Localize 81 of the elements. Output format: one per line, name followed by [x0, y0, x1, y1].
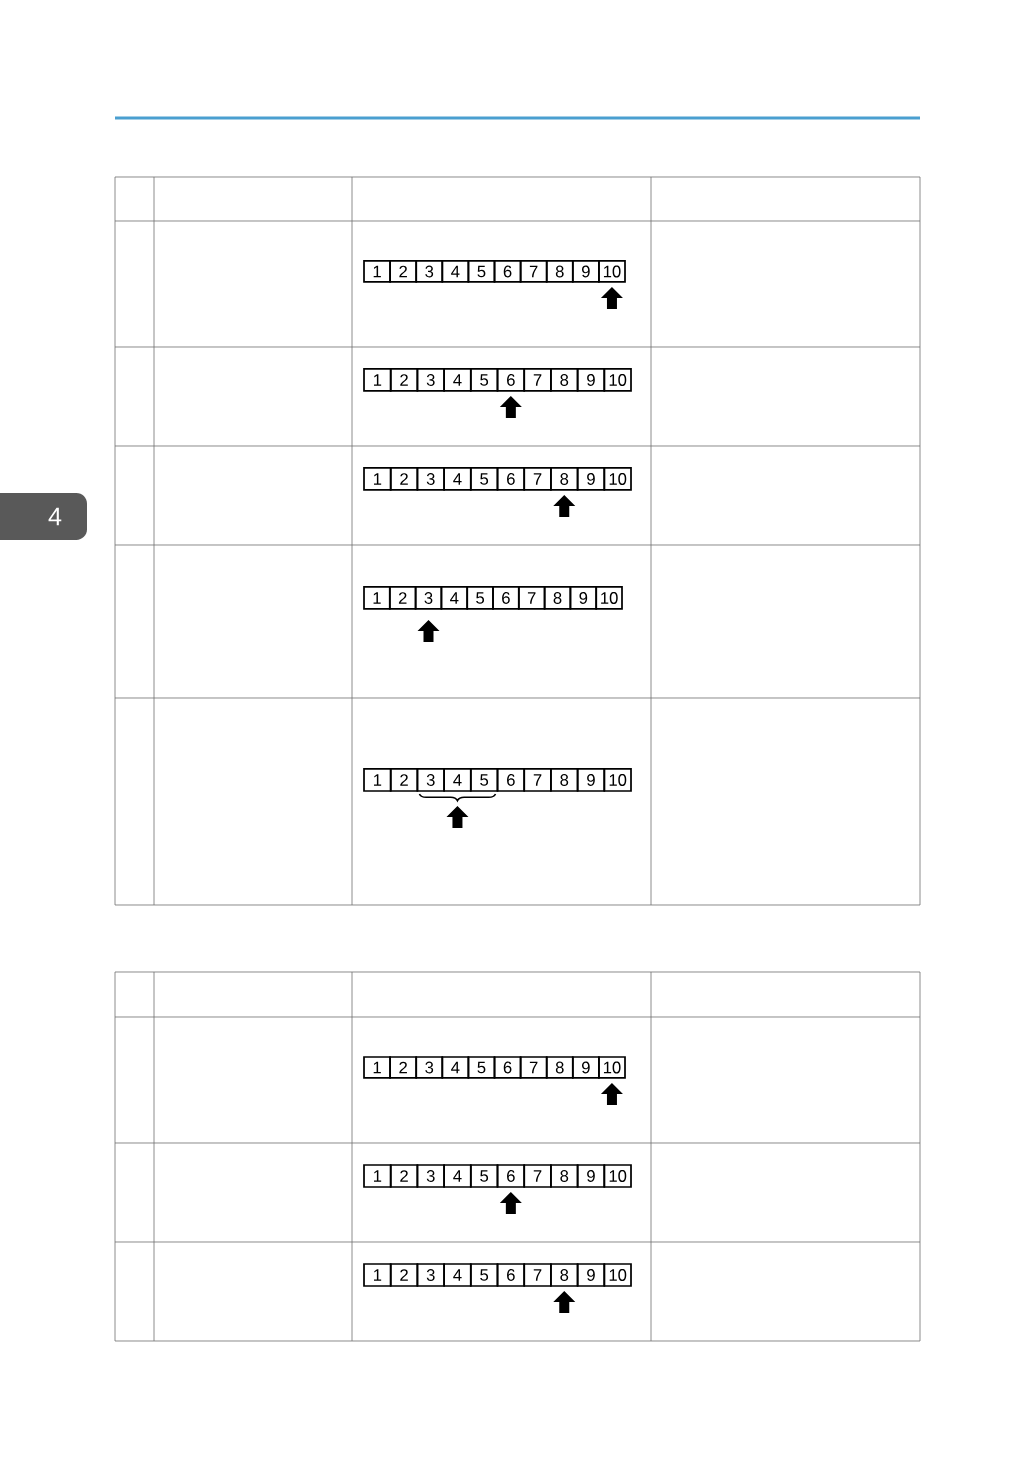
numbered-cell: 7 — [523, 1164, 552, 1188]
numbered-cell: 7 — [523, 768, 552, 792]
numbered-cell: 2 — [389, 1164, 419, 1188]
numbered-cell: 4 — [441, 260, 470, 283]
numbered-cell: 1 — [363, 467, 392, 491]
numbered-cell: 1 — [363, 768, 392, 792]
numbered-cell: 4 — [443, 1263, 472, 1287]
numbered-cell: 6 — [492, 586, 520, 610]
numbered-cell: 10 — [603, 467, 632, 491]
numbered-cell: 3 — [416, 1164, 445, 1188]
numbered-cell: 8 — [545, 1056, 574, 1079]
numbered-cell: 4 — [441, 1056, 470, 1079]
numbered-cell: 7 — [523, 1263, 552, 1287]
numbered-cell: 7 — [523, 467, 552, 491]
numbered-cell: 1 — [363, 586, 391, 610]
numbered-cell: 5 — [469, 1263, 499, 1287]
numbered-cell: 5 — [469, 368, 499, 392]
numbered-cell: 1 — [363, 260, 391, 283]
numbered-cell: 10 — [598, 1056, 626, 1079]
numbered-cell: 2 — [389, 1263, 419, 1287]
numbered-cell: 3 — [416, 768, 445, 792]
numbered-cell: 10 — [598, 260, 626, 283]
numbered-cell: 7 — [519, 1056, 548, 1079]
numbered-cell: 6 — [496, 1164, 526, 1188]
numbered-cell: 3 — [416, 467, 445, 491]
numbered-cell: 2 — [388, 586, 417, 610]
numbered-cell: 3 — [416, 368, 445, 392]
numbered-cell: 9 — [576, 1164, 606, 1188]
numbered-cell: 3 — [415, 1056, 444, 1079]
numbered-cell: 1 — [363, 1164, 392, 1188]
numbered-cell: 7 — [519, 260, 548, 283]
numbered-cell: 8 — [550, 467, 579, 491]
numbered-cell: 8 — [550, 1164, 579, 1188]
numbered-cell: 6 — [496, 467, 526, 491]
numbered-cell: 1 — [363, 1056, 391, 1079]
numbered-cell: 2 — [389, 260, 418, 283]
numbered-cell: 6 — [493, 260, 522, 283]
numbered-cell: 7 — [517, 586, 546, 610]
numbered-cell: 2 — [389, 467, 419, 491]
numbered-cell: 5 — [469, 768, 499, 792]
numbered-cell: 10 — [595, 586, 623, 610]
numbered-cell: 9 — [571, 1056, 600, 1079]
numbered-cell: 5 — [467, 260, 496, 283]
numbered-cell: 8 — [550, 368, 579, 392]
numbered-cell: 8 — [545, 260, 574, 283]
numbered-cell: 6 — [496, 768, 526, 792]
numbered-cell: 2 — [389, 1056, 418, 1079]
numbered-cell: 3 — [414, 586, 443, 610]
numbered-cell: 9 — [576, 467, 606, 491]
numbered-cell: 10 — [603, 1263, 632, 1287]
numbered-cell: 10 — [603, 1164, 632, 1188]
numbered-cell: 10 — [603, 368, 632, 392]
numbered-cell: 8 — [543, 586, 572, 610]
numbered-cell: 5 — [466, 586, 494, 610]
numbered-cell: 3 — [415, 260, 444, 283]
numbered-cell: 5 — [467, 1056, 496, 1079]
numbered-cell: 6 — [496, 368, 526, 392]
numbered-cell: 4 — [443, 1164, 472, 1188]
numbered-cell: 9 — [569, 586, 598, 610]
numbered-cell: 9 — [576, 1263, 606, 1287]
numbered-cell: 4 — [443, 368, 472, 392]
numbered-cell: 6 — [493, 1056, 522, 1079]
numbered-cell: 1 — [363, 368, 392, 392]
numbered-cell: 9 — [576, 368, 606, 392]
numbered-cell: 10 — [603, 768, 632, 792]
numbered-cell: 3 — [416, 1263, 445, 1287]
numbered-cell: 5 — [469, 1164, 499, 1188]
numbered-cell: 2 — [389, 768, 419, 792]
numbered-cell: 2 — [389, 368, 419, 392]
numbered-cell: 6 — [496, 1263, 526, 1287]
numbered-cell: 8 — [550, 768, 579, 792]
numbered-cell: 4 — [443, 467, 472, 491]
numbered-cell: 5 — [469, 467, 499, 491]
numbered-cell: 8 — [550, 1263, 579, 1287]
numbered-cell: 9 — [576, 768, 606, 792]
numbered-cell: 7 — [523, 368, 552, 392]
numbered-cell: 9 — [571, 260, 600, 283]
numbered-cell: 4 — [443, 768, 472, 792]
numbered-cell: 1 — [363, 1263, 392, 1287]
numbered-cell: 4 — [440, 586, 469, 610]
chapter-tab: 4 — [0, 493, 87, 540]
